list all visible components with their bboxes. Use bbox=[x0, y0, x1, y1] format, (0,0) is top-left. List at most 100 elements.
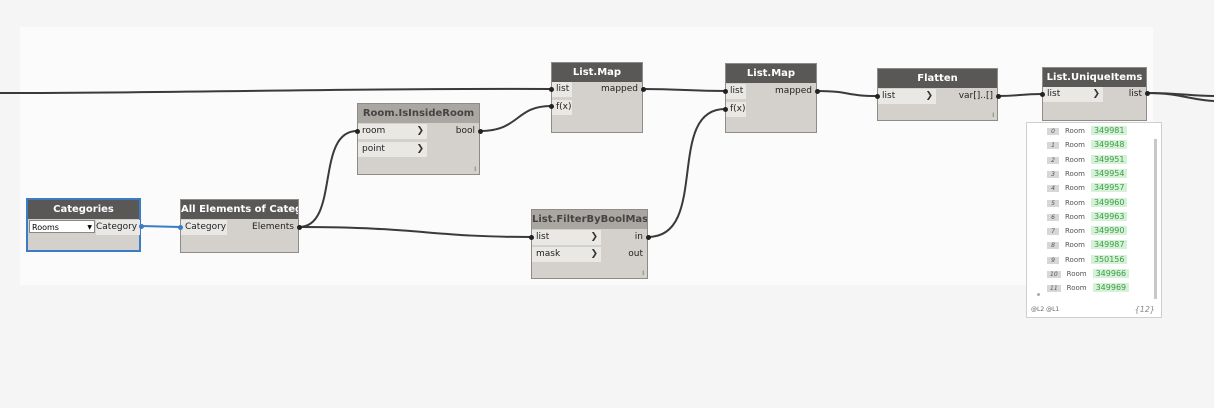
output-port-mapped[interactable]: mapped bbox=[775, 86, 812, 96]
node-title: Room.IsInsideRoom bbox=[358, 104, 479, 123]
list-map-node-2[interactable]: List.Map list f(x) mapped bbox=[725, 63, 817, 133]
port-label: list bbox=[1047, 89, 1061, 99]
port-label: list bbox=[536, 232, 550, 242]
room-isinsideroom-node[interactable]: Room.IsInsideRoom room❯ point❯ bool I bbox=[357, 103, 480, 175]
item-index: 11 bbox=[1047, 285, 1061, 293]
output-port-list[interactable]: list bbox=[1128, 89, 1142, 99]
port-dot bbox=[139, 224, 144, 229]
output-port-mapped[interactable]: mapped bbox=[601, 84, 638, 94]
input-port-list[interactable]: list ❯ bbox=[1043, 87, 1103, 102]
item-value: 349951 bbox=[1090, 154, 1128, 164]
chevron-down-icon: ▼ bbox=[87, 224, 92, 231]
item-count: {12} bbox=[1134, 305, 1155, 314]
node-title: List.Map bbox=[552, 63, 642, 82]
input-port-category[interactable]: Category bbox=[181, 220, 227, 235]
input-port-point[interactable]: point ❯ bbox=[358, 142, 427, 157]
node-title: Flatten bbox=[878, 69, 997, 88]
preview-scrollbar[interactable] bbox=[1154, 139, 1157, 299]
port-dot bbox=[297, 225, 302, 230]
output-port-var[interactable]: var[]..[] bbox=[958, 91, 993, 101]
output-port-bool[interactable]: bool bbox=[455, 126, 475, 136]
input-port-function[interactable]: f(x) bbox=[552, 100, 572, 115]
item-type: Room bbox=[1065, 141, 1085, 150]
input-port-list[interactable]: list bbox=[726, 84, 746, 99]
input-port-list[interactable]: list bbox=[552, 82, 572, 97]
item-type: Room bbox=[1066, 284, 1087, 293]
item-value: 349957 bbox=[1090, 183, 1128, 193]
input-port-mask[interactable]: mask❯ bbox=[532, 247, 601, 262]
filterbyboolmask-node[interactable]: List.FilterByBoolMask list ❯ mask❯ in out… bbox=[531, 209, 648, 279]
item-value: 349966 bbox=[1092, 269, 1130, 278]
input-port-list[interactable]: list ❯ bbox=[532, 230, 601, 245]
list-uniqueitems-node[interactable]: List.UniqueItems list ❯ list bbox=[1042, 67, 1147, 121]
port-dot bbox=[549, 87, 554, 92]
item-type: Room bbox=[1065, 184, 1085, 193]
port-dot bbox=[641, 87, 646, 92]
all-elements-node[interactable]: All Elements of Category Category Elemen… bbox=[180, 199, 299, 253]
flatten-node[interactable]: Flatten list ❯ var[]..[] I bbox=[877, 68, 998, 121]
list-map-node-1[interactable]: List.Map list f(x) mapped bbox=[551, 62, 643, 133]
item-value: 349960 bbox=[1090, 197, 1128, 207]
categories-node[interactable]: Categories Rooms ▼ Category bbox=[26, 198, 141, 252]
list-bullet-icon bbox=[1037, 293, 1040, 296]
input-port-room[interactable]: room❯ bbox=[358, 124, 427, 139]
chevron-right-icon: ❯ bbox=[925, 91, 933, 101]
node-title: List.Map bbox=[726, 64, 816, 83]
input-port-list[interactable]: list ❯ bbox=[878, 89, 936, 104]
node-title: Categories bbox=[28, 200, 139, 219]
item-index: 7 bbox=[1047, 228, 1059, 236]
item-index: 0 bbox=[1047, 128, 1059, 135]
output-port-out[interactable]: out bbox=[628, 249, 643, 259]
item-value: 349981 bbox=[1090, 126, 1128, 135]
chevron-right-icon: ❯ bbox=[1092, 89, 1100, 99]
port-dot bbox=[723, 89, 728, 94]
item-type: Room bbox=[1065, 212, 1085, 221]
output-port-elements[interactable]: Elements bbox=[252, 222, 294, 232]
item-index: 1 bbox=[1047, 142, 1059, 150]
node-footer: I bbox=[992, 112, 994, 119]
wire-unique-out-2 bbox=[1146, 92, 1214, 102]
chevron-right-icon: ❯ bbox=[590, 249, 598, 259]
port-dot bbox=[355, 129, 360, 134]
category-dropdown[interactable]: Rooms ▼ bbox=[29, 220, 95, 233]
port-dot bbox=[996, 94, 1001, 99]
chevron-right-icon: ❯ bbox=[590, 232, 598, 242]
item-type: Room bbox=[1065, 169, 1085, 178]
output-port-category[interactable]: Category bbox=[96, 220, 140, 235]
item-value: 349987 bbox=[1090, 240, 1128, 250]
port-label: point bbox=[362, 144, 385, 154]
port-dot bbox=[815, 89, 820, 94]
port-dot bbox=[549, 104, 554, 109]
node-title: List.FilterByBoolMask bbox=[532, 210, 647, 229]
item-value: 349954 bbox=[1090, 168, 1128, 178]
port-label: list bbox=[882, 91, 896, 101]
port-dot bbox=[723, 107, 728, 112]
port-dot bbox=[1145, 91, 1150, 96]
item-value: 349969 bbox=[1092, 283, 1130, 293]
wire-unique-out-1 bbox=[1146, 92, 1214, 97]
port-dot bbox=[646, 235, 651, 240]
item-index: 6 bbox=[1047, 213, 1059, 221]
chevron-right-icon: ❯ bbox=[416, 126, 424, 136]
list-item: 3 Room 349954 bbox=[1047, 168, 1128, 182]
list-levels: @L2 @L1 bbox=[1031, 306, 1060, 313]
node-footer: I bbox=[642, 270, 644, 277]
item-type: Room bbox=[1066, 270, 1087, 278]
item-type: Room bbox=[1065, 155, 1085, 164]
chevron-right-icon: ❯ bbox=[416, 144, 424, 154]
item-index: 10 bbox=[1047, 271, 1061, 278]
input-port-function[interactable]: f(x) bbox=[726, 102, 746, 117]
item-value: 349990 bbox=[1090, 226, 1128, 236]
node-title: List.UniqueItems bbox=[1043, 68, 1146, 87]
item-index: 3 bbox=[1047, 170, 1059, 178]
port-dot bbox=[875, 94, 880, 99]
port-dot bbox=[1040, 92, 1045, 97]
output-port-in[interactable]: in bbox=[634, 232, 643, 242]
item-index: 8 bbox=[1047, 242, 1059, 250]
